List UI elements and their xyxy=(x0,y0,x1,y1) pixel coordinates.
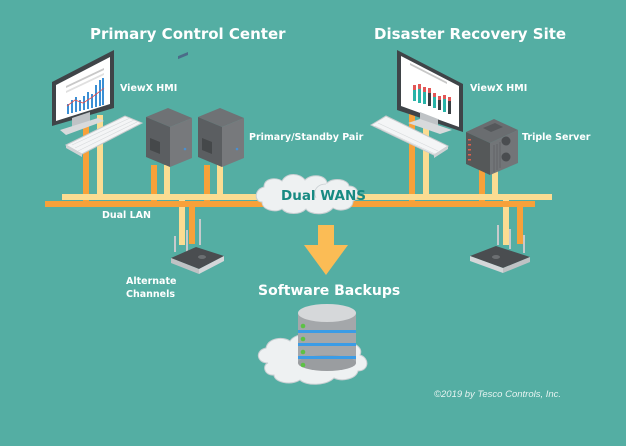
primary-server-2-icon xyxy=(198,108,244,167)
drop-primary-hmi-yellow xyxy=(97,115,103,197)
lan-drop-lines xyxy=(83,112,523,245)
primary-server-1-icon xyxy=(146,52,192,167)
triple-server-icon xyxy=(466,119,518,175)
router-right-icon xyxy=(470,225,530,273)
primary-hmi-label: ViewX HMI xyxy=(120,83,178,94)
software-backups-label: Software Backups xyxy=(258,283,401,299)
database-icon xyxy=(298,304,356,371)
recovery-keyboard-icon xyxy=(369,115,450,158)
copyright-notice: ©2019 by Tesco Controls, Inc. xyxy=(434,389,562,400)
recovery-hmi-label: ViewX HMI xyxy=(470,83,528,94)
primary-keyboard-icon xyxy=(64,115,144,157)
router-left-icon xyxy=(171,219,224,274)
wan-cloud-icon xyxy=(255,174,359,215)
alternate-channels-label-line2: Channels xyxy=(126,289,176,300)
drop-server1-orange xyxy=(151,165,157,204)
drop-server1-yellow xyxy=(164,165,170,197)
drop-primary-hmi-orange xyxy=(83,118,89,204)
drop-router-left-orange xyxy=(189,204,195,244)
drop-triple-yellow xyxy=(492,170,498,197)
drop-server2-yellow xyxy=(217,165,223,197)
down-arrow-icon xyxy=(304,225,348,275)
drop-server2-orange xyxy=(204,165,210,204)
triple-server-label: Triple Server xyxy=(522,132,591,143)
drop-router-right-yellow xyxy=(503,197,509,245)
dual-lan-label: Dual LAN xyxy=(102,210,151,221)
dual-wans-label: Dual WANS xyxy=(281,188,367,204)
primary-hmi-monitor-icon xyxy=(52,50,114,135)
drop-triple-orange xyxy=(479,170,485,204)
drop-recovery-hmi-orange xyxy=(409,112,415,204)
primary-site-title: Primary Control Center xyxy=(90,25,286,43)
recovery-site-title: Disaster Recovery Site xyxy=(374,25,567,43)
alternate-channels-label-line1: Alternate xyxy=(126,276,177,287)
drop-recovery-hmi-yellow xyxy=(423,118,429,197)
drop-router-right-orange xyxy=(517,204,523,244)
primary-server-label: Primary/Standby Pair xyxy=(249,132,364,143)
recovery-hmi-monitor-icon xyxy=(397,50,463,134)
drop-router-left-yellow xyxy=(179,197,185,245)
